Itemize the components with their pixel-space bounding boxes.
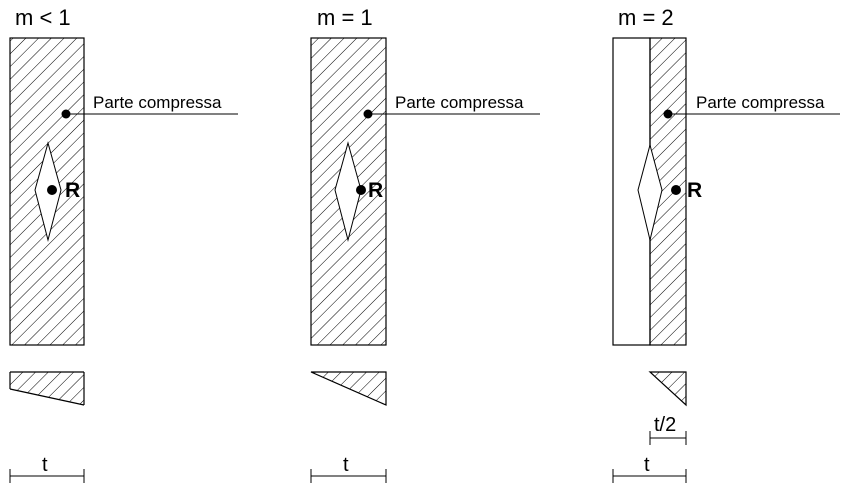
stress-outline bbox=[310, 371, 387, 406]
panel-title: m = 2 bbox=[618, 5, 674, 30]
half-width-label: t/2 bbox=[654, 414, 676, 436]
panel-title: m < 1 bbox=[15, 5, 71, 30]
resultant-point bbox=[671, 185, 681, 195]
panel-m-less-1: m < 1 Parte compressa R t bbox=[9, 5, 238, 483]
resultant-label: R bbox=[65, 179, 80, 202]
resultant-label: R bbox=[687, 179, 702, 202]
stress-slope bbox=[9, 388, 85, 406]
compressed-part-label: Parte compressa bbox=[93, 93, 222, 112]
width-label: t bbox=[343, 454, 349, 476]
panel-m-equal-1: m = 1 Parte compressa R t bbox=[310, 5, 540, 483]
stress-fill bbox=[10, 372, 84, 405]
resultant-label: R bbox=[368, 179, 383, 202]
width-label: t bbox=[644, 454, 650, 476]
stress-outline bbox=[648, 371, 687, 407]
panel-title: m = 1 bbox=[317, 5, 373, 30]
resultant-point bbox=[47, 185, 57, 195]
resultant-point bbox=[356, 185, 366, 195]
core-kern-diamond bbox=[334, 141, 362, 242]
panel-m-equal-2: m = 2 Parte compressa R t/2 t bbox=[612, 5, 840, 483]
width-label: t bbox=[42, 454, 48, 476]
compressed-part-label: Parte compressa bbox=[696, 93, 825, 112]
compressed-part-label: Parte compressa bbox=[395, 93, 524, 112]
core-kern-diamond bbox=[637, 143, 663, 241]
